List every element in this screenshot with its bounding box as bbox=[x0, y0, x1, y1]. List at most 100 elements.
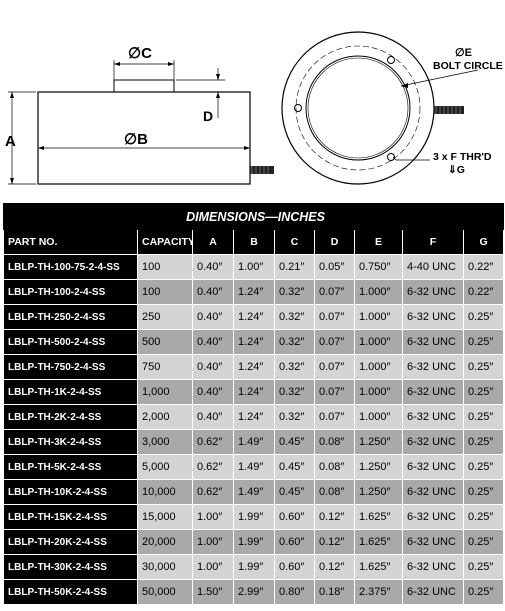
cell-g: 0.25″ bbox=[462, 579, 505, 605]
cell-e: 1.000″ bbox=[354, 379, 403, 405]
cable-side bbox=[250, 166, 274, 174]
cell-a: 0.40″ bbox=[192, 279, 234, 305]
cell-capacity: 20,000 bbox=[137, 529, 193, 555]
cell-c: 0.45″ bbox=[274, 429, 315, 455]
cell-g: 0.25″ bbox=[462, 354, 505, 380]
cell-g: 0.22″ bbox=[462, 279, 505, 305]
cable-top bbox=[434, 106, 464, 114]
depth-g-label: ⇓G bbox=[448, 164, 465, 176]
top-view bbox=[281, 31, 479, 185]
cell-a: 1.00″ bbox=[192, 554, 234, 580]
header-f: F bbox=[402, 229, 464, 255]
cell-part-no: LBLP-TH-20K-2-4-SS bbox=[3, 529, 138, 555]
header-part-no: PART NO. bbox=[3, 229, 138, 255]
cell-f: 6-32 UNC bbox=[402, 404, 464, 430]
cell-g: 0.25″ bbox=[462, 379, 505, 405]
cell-g: 0.25″ bbox=[462, 504, 505, 530]
cell-c: 0.80″ bbox=[274, 579, 315, 605]
cell-b: 1.24″ bbox=[233, 304, 275, 330]
cell-capacity: 5,000 bbox=[137, 454, 193, 480]
cell-b: 1.24″ bbox=[233, 379, 275, 405]
cell-a: 1.00″ bbox=[192, 504, 234, 530]
cell-capacity: 250 bbox=[137, 304, 193, 330]
cell-c: 0.32″ bbox=[274, 404, 315, 430]
cell-a: 1.50″ bbox=[192, 579, 234, 605]
cell-capacity: 30,000 bbox=[137, 554, 193, 580]
cell-g: 0.25″ bbox=[462, 429, 505, 455]
header-c: C bbox=[274, 229, 315, 255]
cell-c: 0.60″ bbox=[274, 504, 315, 530]
cell-part-no: LBLP-TH-100-75-2-4-SS bbox=[3, 254, 138, 280]
bolt-circle-leader bbox=[400, 69, 479, 87]
cell-f: 6-32 UNC bbox=[402, 454, 464, 480]
cell-b: 1.49″ bbox=[233, 454, 275, 480]
cell-f: 6-32 UNC bbox=[402, 379, 464, 405]
inner-button-ring bbox=[307, 57, 409, 159]
cell-d: 0.12″ bbox=[314, 529, 355, 555]
dimensions-table-wrap: DIMENSIONS—INCHES PART NO. CAPACITY A B … bbox=[2, 203, 505, 605]
header-a: A bbox=[192, 229, 234, 255]
cell-a: 0.62″ bbox=[192, 479, 234, 505]
cell-c: 0.60″ bbox=[274, 554, 315, 580]
cell-f: 6-32 UNC bbox=[402, 554, 464, 580]
thread-hole-3 bbox=[387, 153, 395, 161]
cell-d: 0.18″ bbox=[314, 579, 355, 605]
cell-g: 0.25″ bbox=[462, 329, 505, 355]
cell-e: 1.250″ bbox=[354, 479, 403, 505]
cell-f: 6-32 UNC bbox=[402, 329, 464, 355]
cell-c: 0.32″ bbox=[274, 304, 315, 330]
cell-body bbox=[37, 91, 251, 185]
cell-e: 1.000″ bbox=[354, 354, 403, 380]
table-title-row: DIMENSIONS—INCHES bbox=[2, 203, 505, 230]
cell-part-no: LBLP-TH-3K-2-4-SS bbox=[3, 429, 138, 455]
header-g: G bbox=[462, 229, 505, 255]
cell-g: 0.25″ bbox=[462, 304, 505, 330]
cell-b: 1.99″ bbox=[233, 529, 275, 555]
cell-b: 1.99″ bbox=[233, 554, 275, 580]
cell-a: 0.62″ bbox=[192, 429, 234, 455]
cell-a: 0.62″ bbox=[192, 454, 234, 480]
table-header-row: PART NO. CAPACITY A B C D E F G bbox=[3, 229, 505, 255]
cell-f: 6-32 UNC bbox=[402, 479, 464, 505]
cell-d: 0.07″ bbox=[314, 304, 355, 330]
cell-capacity: 3,000 bbox=[137, 429, 193, 455]
cell-part-no: LBLP-TH-250-2-4-SS bbox=[3, 304, 138, 330]
header-capacity: CAPACITY bbox=[137, 229, 193, 255]
cell-a: 0.40″ bbox=[192, 404, 234, 430]
cell-d: 0.07″ bbox=[314, 379, 355, 405]
cell-f: 4-40 UNC bbox=[402, 254, 464, 280]
cell-e: 1.000″ bbox=[354, 329, 403, 355]
cell-c: 0.32″ bbox=[274, 354, 315, 380]
cell-d: 0.07″ bbox=[314, 404, 355, 430]
thread-hole-2 bbox=[294, 104, 302, 112]
cell-part-no: LBLP-TH-1K-2-4-SS bbox=[3, 379, 138, 405]
load-cell-dimension-drawing: ∅C A ∅B D ∅E BOLT CIRCLE 3 x F THR'D ⇓G bbox=[5, 31, 503, 185]
cell-part-no: LBLP-TH-5K-2-4-SS bbox=[3, 454, 138, 480]
cell-c: 0.32″ bbox=[274, 279, 315, 305]
cell-a: 0.40″ bbox=[192, 379, 234, 405]
cell-c: 0.32″ bbox=[274, 379, 315, 405]
cell-g: 0.25″ bbox=[462, 529, 505, 555]
cell-d: 0.12″ bbox=[314, 504, 355, 530]
cell-b: 1.24″ bbox=[233, 329, 275, 355]
load-button bbox=[113, 79, 175, 93]
cell-capacity: 100 bbox=[137, 279, 193, 305]
cell-part-no: LBLP-TH-30K-2-4-SS bbox=[3, 554, 138, 580]
cell-d: 0.12″ bbox=[314, 554, 355, 580]
cell-part-no: LBLP-TH-100-2-4-SS bbox=[3, 279, 138, 305]
dim-b-label: ∅B bbox=[124, 131, 148, 148]
bolt-circle-label: BOLT CIRCLE bbox=[433, 60, 503, 72]
bolt-circle bbox=[295, 45, 421, 171]
cell-g: 0.25″ bbox=[462, 454, 505, 480]
